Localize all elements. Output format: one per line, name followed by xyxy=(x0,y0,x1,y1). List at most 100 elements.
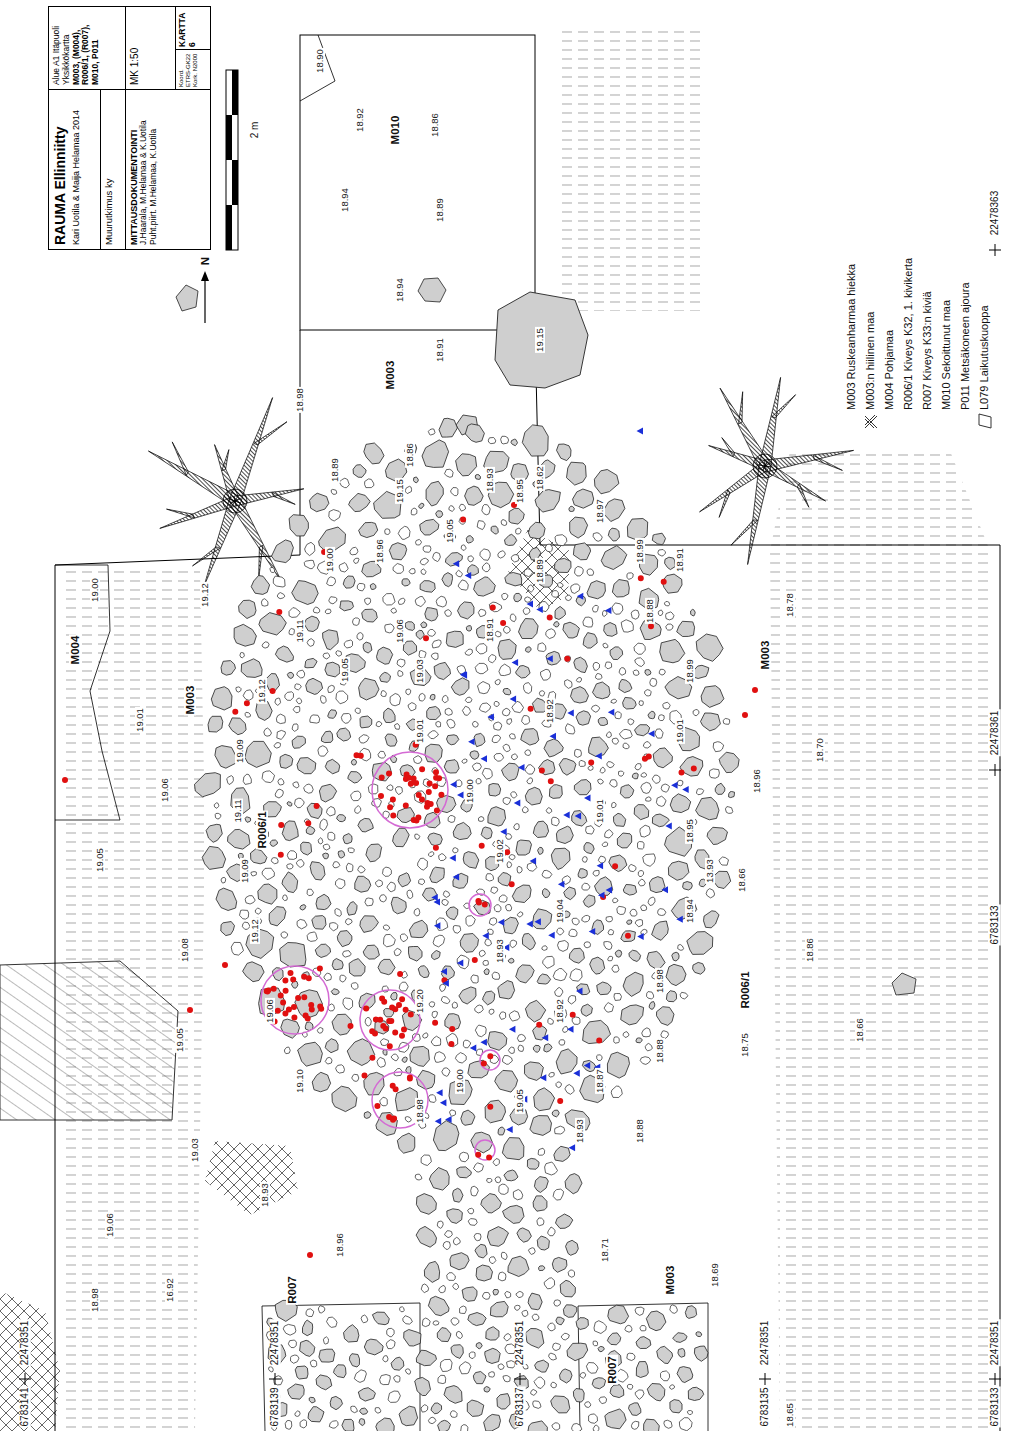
elevation-label: 19.06 xyxy=(265,998,275,1024)
elevation-label: 18.99 xyxy=(635,538,645,564)
legend-symbols xyxy=(865,414,991,428)
legend-text: L079 Laikutuskuoppa xyxy=(979,305,991,410)
elevation-label: 18.94 xyxy=(395,277,405,303)
unit-label: R006/1 xyxy=(739,970,751,1009)
unit-label: R007 xyxy=(286,1275,298,1305)
unit-label: M003 xyxy=(664,1265,676,1296)
elevation-label: 18.94 xyxy=(340,187,350,213)
unit-label: M010 xyxy=(389,115,401,146)
unit-label: M003 xyxy=(384,360,396,391)
coordinate-label: 6783141 xyxy=(20,1387,31,1428)
elevation-label: 19.20 xyxy=(415,988,425,1014)
elevation-label: 19.06 xyxy=(105,1212,115,1238)
coordinate-label: 22478361 xyxy=(990,710,1001,757)
legend-text: P011 Metsäkoneen ajoura xyxy=(960,282,972,410)
elevation-label: 18.90 xyxy=(315,48,325,74)
elevation-label: 18.89 xyxy=(535,558,545,584)
title-block-text: Muurutkimus ky xyxy=(104,94,115,245)
scale-segment xyxy=(232,160,238,205)
elevation-label: 19.09 xyxy=(240,858,250,884)
generated-features xyxy=(62,377,854,1431)
find-cluster-ring xyxy=(480,1050,500,1070)
elevation-label: 19.02 xyxy=(495,838,505,864)
title-block-cell: MITTAUSDOKUMENTOINTIJ.Haarala, M.Helamaa… xyxy=(125,89,211,250)
track-hatch xyxy=(770,451,990,1431)
elevation-label: 19.00 xyxy=(325,547,335,573)
title-block-cell: Alue A1 ItäpuoliYksikkökarttaM003, (M004… xyxy=(48,6,126,90)
elevation-label: 18.88 xyxy=(645,598,655,624)
legend-text: M004 Pohjamaa xyxy=(884,330,896,410)
find-cluster-ring xyxy=(372,752,448,828)
elevation-label: 19.01 xyxy=(135,707,145,733)
title-block-text: Kork. N2000 xyxy=(192,52,199,87)
elevation-label: 18.78 xyxy=(785,592,795,618)
coordinate-label: 2 m xyxy=(250,121,261,140)
grid-cross xyxy=(19,1373,31,1385)
elevation-label: 19.01 xyxy=(595,798,605,824)
title-block-text: Kari Uotila & Maija Helamaa 2014 xyxy=(71,94,81,245)
pit-hatch xyxy=(0,961,178,1120)
coordinate-label: 22478351 xyxy=(20,1320,31,1367)
scale-segment xyxy=(232,70,238,115)
coordinate-crosses xyxy=(19,244,1001,1385)
unit-label: M004 xyxy=(69,635,81,666)
elevation-label: 18.98 xyxy=(655,968,665,994)
title-block-cell: RAUMA EllinniittyKari Uotila & Maija Hel… xyxy=(48,89,101,250)
title-block-cell: Koord. ETRS-GK22Kork. N2000 xyxy=(175,49,211,90)
title-block-text: M003, (M004), R006/1, (R007), M010, P011 xyxy=(72,11,101,85)
elevation-label: 19.12 xyxy=(257,678,267,704)
grid-cross xyxy=(989,764,1001,776)
find-triangle xyxy=(431,428,688,1152)
grid-cross xyxy=(514,1373,526,1385)
elevation-label: 19.05 xyxy=(175,1027,185,1053)
find-dot xyxy=(62,502,758,1258)
elevation-label: 18.91 xyxy=(675,547,685,573)
coordinate-label: 6783137 xyxy=(515,1387,526,1428)
north-arrow-line xyxy=(204,279,205,323)
title-block-text: KARTTA 6 xyxy=(178,9,198,47)
elevation-label: 19.05 xyxy=(95,847,105,873)
coordinate-label: 22478351 xyxy=(515,1320,526,1367)
elevation-label: 19.05 xyxy=(340,657,350,683)
elevation-label: 18.95 xyxy=(515,478,525,504)
elevation-label: 18.88 xyxy=(635,1118,645,1144)
elevation-label: 13.93 xyxy=(705,858,715,884)
elevation-label: 18.86 xyxy=(430,112,440,138)
title-block-text: Alue A1 Itäpuoli xyxy=(52,11,62,85)
north-arrow xyxy=(201,271,209,323)
elevation-label: 19.03 xyxy=(415,658,425,684)
elevation-label: 19.06 xyxy=(160,777,170,803)
grid-cross xyxy=(989,244,1001,256)
unit-label: R007 xyxy=(606,1355,618,1385)
elevation-label: 18.96 xyxy=(752,768,762,794)
elevation-label: 18.70 xyxy=(815,737,825,763)
elevation-label: 18.96 xyxy=(335,1232,345,1258)
elevation-label: 18.86 xyxy=(805,937,815,963)
charcoal-hatch xyxy=(205,1141,298,1215)
elevation-label: 19.08 xyxy=(180,937,190,963)
scale-outline xyxy=(226,70,238,250)
elevation-label: 19.15 xyxy=(535,327,545,353)
unit-label: M003 xyxy=(184,685,196,716)
unit-boundary xyxy=(300,35,535,330)
elevation-label: 18.89 xyxy=(330,457,340,483)
elevation-label: 19.11 xyxy=(233,798,243,823)
elevation-label: 18.98 xyxy=(415,1098,425,1124)
elevation-label: 19.01 xyxy=(415,718,425,744)
legend-pit-symbol xyxy=(979,414,991,428)
elevation-label: 18.87 xyxy=(595,1068,605,1094)
title-block-text: Puht.piirt. M.Helamaa, K.Uotila xyxy=(149,94,159,245)
stone xyxy=(892,973,916,995)
legend-text: R007 Kiveys K33:n kiviä xyxy=(922,291,934,410)
stone xyxy=(195,418,740,1431)
unit-label: M003 xyxy=(759,640,771,671)
elevation-label: 18.71 xyxy=(600,1237,610,1263)
elevation-label: 19.10 xyxy=(295,1068,305,1094)
elevation-label: 16.92 xyxy=(165,1277,175,1303)
title-block-text: MITTAUSDOKUMENTOINTI xyxy=(129,94,139,245)
small-stone xyxy=(214,429,733,1431)
coordinate-label: 6783139 xyxy=(270,1387,281,1428)
elevation-label: 18.69 xyxy=(710,1262,720,1288)
